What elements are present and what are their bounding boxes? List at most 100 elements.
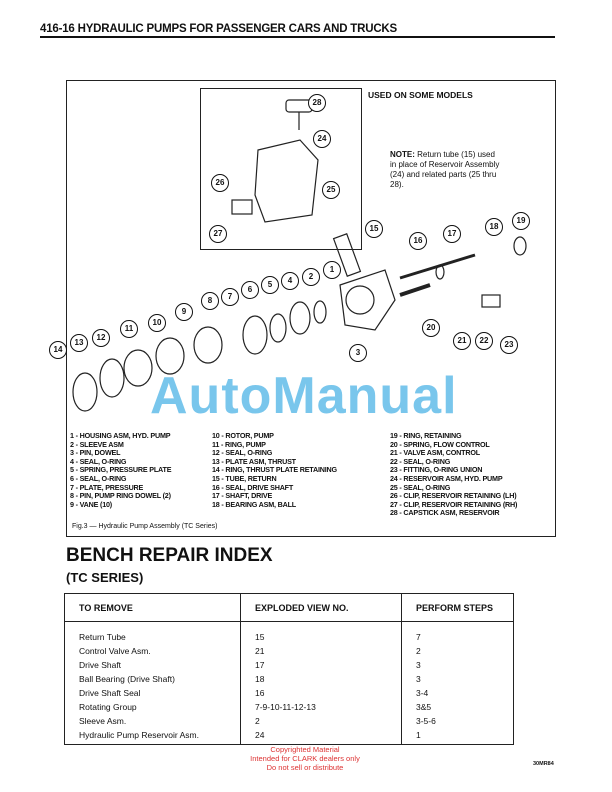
callout: 14 [49,341,67,359]
legend-item: 2 - SLEEVE ASM [70,439,124,449]
legend-item: 22 - SEAL, O-RING [390,456,451,466]
callout: 13 [70,334,88,352]
table-cell: 21 [240,643,402,658]
table-cell: Sleeve Asm. [79,715,127,726]
callout: 12 [92,329,110,347]
part-ring [155,337,185,375]
legend-column-1: 1 - HOUSING ASM, HYD. PUMP 2 - SLEEVE AS… [70,431,172,509]
header-rule [40,36,555,38]
pump-housing [339,269,396,331]
part-ring [242,315,268,355]
callout: 6 [241,281,259,299]
page-header: 416-16 HYDRAULIC PUMPS FOR PASSENGER CAR… [40,23,398,35]
legend-item: 14 - RING, THRUST PLATE RETAINING [212,465,337,475]
legend-item: 18 - BEARING ASM, BALL [212,499,296,509]
callout: 11 [120,320,138,338]
legend-item: 9 - VANE (10) [70,499,112,509]
callout: 25 [322,181,340,199]
callout: 15 [365,220,383,238]
table-cell: 7 [401,621,514,644]
legend-item: 25 - SEAL, O-RING [390,482,451,492]
watermark: AutoManual [150,367,458,425]
callout: 9 [175,303,193,321]
legend-item: 1 - HOUSING ASM, HYD. PUMP [70,431,171,440]
callout: 24 [313,130,331,148]
table-cell: 3 [401,671,514,686]
legend-item: 15 - TUBE, RETURN [212,473,277,483]
bearing [513,236,527,256]
table-cell: 7-9-10-11-12-13 [240,699,402,714]
table-cell: 17 [240,657,402,672]
used-on-some-models-label: USED ON SOME MODELS [368,90,473,100]
table-cell: Drive Shaft [79,659,122,670]
legend-item: 5 - SPRING, PRESSURE PLATE [70,465,172,475]
union-fitting [481,294,501,308]
part-ring [123,349,153,387]
callout: 4 [281,272,299,290]
table-cell: 16 [240,685,402,700]
figure-caption: Fig.3 — Hydraulic Pump Assembly (TC Seri… [72,523,218,530]
table-cell: Rotating Group [79,701,137,712]
legend-item: 21 - VALVE ASM, CONTROL [390,448,480,458]
callout: 17 [443,225,461,243]
legend-item: 10 - ROTOR, PUMP [212,431,274,440]
section-title: BENCH REPAIR INDEX [66,545,273,566]
table-cell: 24 [240,727,402,745]
legend-item: 19 - RING, RETAINING [390,431,462,440]
legend-item: 6 - SEAL, O-RING [70,473,127,483]
callout: 20 [422,319,440,337]
table-header-row: TO REMOVE EXPLODED VIEW NO. PERFORM STEP… [64,593,514,622]
reservoir [254,139,319,223]
callout: 10 [148,314,166,332]
table-cell: 1 [401,727,514,745]
callout: 7 [221,288,239,306]
figure-note: NOTE: Return tube (15) used in place of … [390,150,500,190]
table-cell: 3-4 [401,685,514,700]
table-cell: 15 [240,621,402,644]
table-cell: 2 [240,713,402,728]
section-subtitle: (TC SERIES) [66,570,144,585]
column-header: TO REMOVE [64,593,241,622]
callout: 27 [209,225,227,243]
part-ring [99,358,125,398]
part-ring [313,300,327,324]
column-header: EXPLODED VIEW NO. [240,593,402,622]
part-ring [193,326,223,364]
copyright-line: Intended for CLARK dealers only [250,754,360,763]
callout: 21 [453,332,471,350]
table-cell: 2 [401,643,514,658]
legend-item: 7 - PLATE, PRESSURE [70,482,144,492]
table-cell: Return Tube [79,631,126,642]
callout: 1 [323,261,341,279]
callout: 3 [349,344,367,362]
copyright-line: Copyrighted Material [270,745,340,754]
reservoir-inset-frame [200,88,362,250]
legend-item: 26 - CLIP, RESERVOIR RETAINING (LH) [390,491,517,501]
part-ring [269,313,287,343]
copyright-notice: Copyrighted Material Intended for CLARK … [240,745,370,772]
table-cell: Drive Shaft Seal [79,687,141,698]
document-code: 30MR84 [533,761,554,767]
callout: 19 [512,212,530,230]
legend-item: 24 - RESERVOIR ASM, HYD. PUMP [390,473,503,483]
callout: 5 [261,276,279,294]
bench-repair-table: TO REMOVE EXPLODED VIEW NO. PERFORM STEP… [64,593,514,745]
figure-frame [66,80,556,537]
legend-item: 13 - PLATE ASM, THRUST [212,456,296,466]
legend-item: 20 - SPRING, FLOW CONTROL [390,439,490,449]
table-cell: Hydraulic Pump Reservoir Asm. [79,729,199,740]
legend-column-3: 19 - RING, RETAINING 20 - SPRING, FLOW C… [390,431,517,518]
legend-item: 16 - SEAL, DRIVE SHAFT [212,482,294,492]
clip [231,199,253,215]
legend-item: 8 - PIN, PUMP RING DOWEL (2) [70,491,171,501]
callout: 8 [201,292,219,310]
callout: 26 [211,174,229,192]
